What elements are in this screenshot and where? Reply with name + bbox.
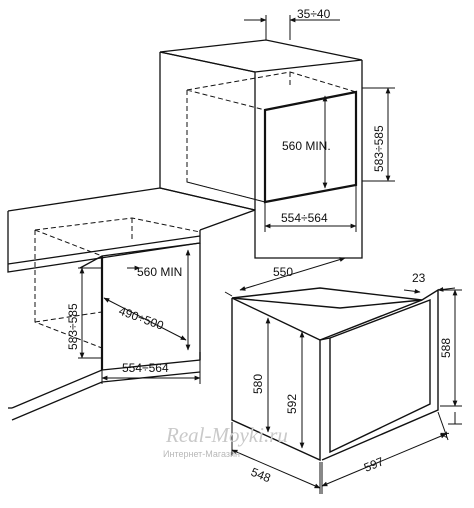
oven-flange-label: 23: [412, 271, 426, 285]
upper-depth-dimension: [362, 87, 395, 182]
oven-front-width-label: 597: [362, 454, 386, 475]
oven-body-depth-label: 548: [249, 465, 273, 486]
oven-depth-top-dimension: [224, 257, 346, 297]
lower-depth-label: 583÷585: [66, 303, 80, 350]
oven-depth-top-label: 550: [273, 265, 293, 279]
lower-width-dimension: [101, 360, 201, 384]
lower-min-height-label: 560 MIN: [137, 265, 182, 279]
oven-body: [231, 287, 439, 462]
lower-diag-dimension: [103, 297, 187, 341]
watermark-site: Real-Moyki.ru: [165, 423, 288, 447]
top-gap-label: 35÷40: [297, 7, 331, 21]
lower-diag-label: 490÷500: [117, 304, 166, 333]
lower-width-label: 554÷564: [122, 361, 169, 375]
lower-niche: [34, 217, 201, 370]
oven-body-depth-dimension: [231, 422, 321, 494]
oven-front-height-dimension: [440, 289, 462, 407]
upper-niche: [186, 71, 358, 204]
lower-min-height-dimension: [127, 249, 191, 351]
upper-width-dimension: [264, 185, 357, 232]
top-gap-dimension: [244, 15, 340, 40]
worktop: [7, 187, 256, 273]
upper-min-height-label: 560 MIN.: [282, 139, 331, 153]
upper-depth-label: 583÷585: [372, 125, 386, 172]
watermark-caption: Интернет-Магазин: [163, 449, 240, 459]
tall-cabinet: [159, 39, 363, 259]
oven-front-height-label: 588: [439, 338, 453, 358]
oven-inner-height-label: 592: [285, 394, 299, 414]
lower-depth-dimension: [78, 267, 102, 359]
oven-body-height-label: 580: [251, 374, 265, 394]
oven-front-width-dimension: [321, 411, 449, 494]
oven-gap-dimension: [448, 412, 462, 425]
upper-width-label: 554÷564: [281, 211, 328, 225]
